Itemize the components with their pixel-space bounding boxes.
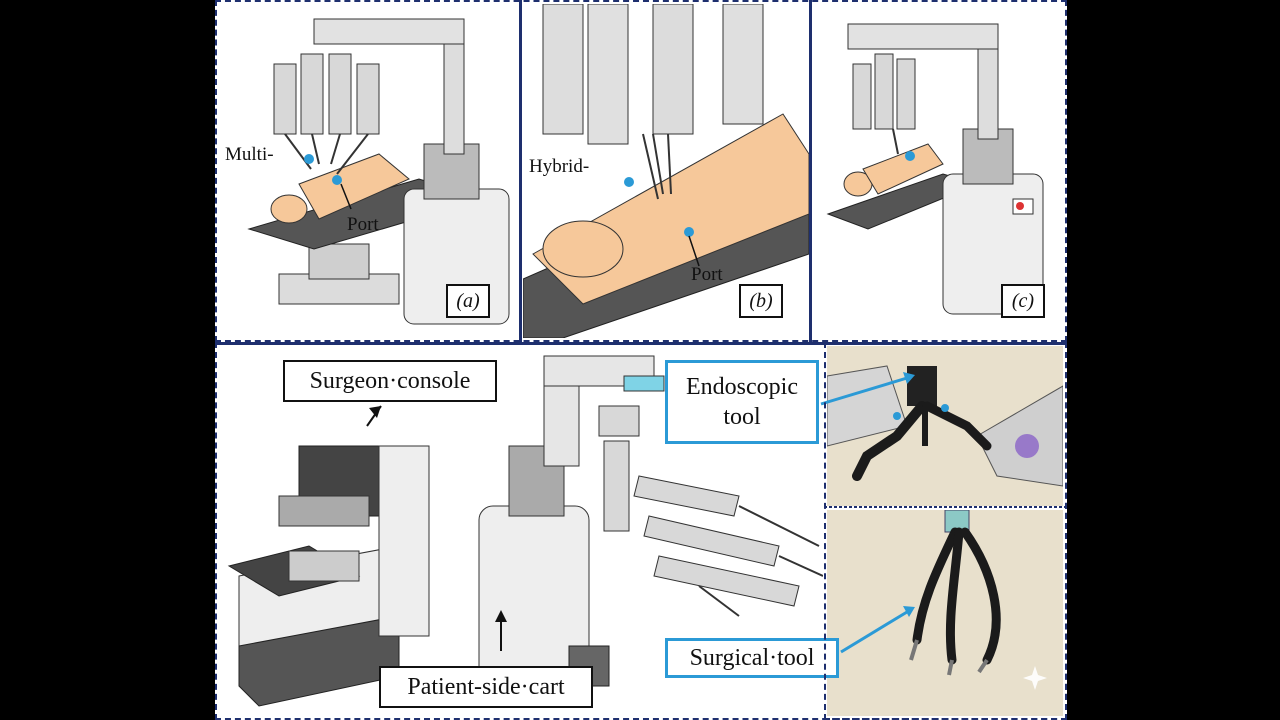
robot-hybrid-illustration [523, 4, 809, 338]
panel-a: Multi- Port (a) [219, 4, 519, 338]
label-endoscopic-tool: Endoscopic tool [665, 360, 819, 444]
figure-canvas: Multi- Port (a) Hybrid- Port (b) [215, 0, 1067, 720]
robot-multiport-illustration [247, 18, 510, 325]
tag-b: (b) [739, 284, 783, 318]
surgical-tool-photo [909, 510, 1047, 690]
label-hybrid: Hybrid- [529, 156, 590, 177]
divider-ab [519, 0, 522, 342]
endoscopic-tool-line1: Endoscopic [686, 374, 798, 400]
tag-c: (c) [1001, 284, 1045, 318]
label-port-a: Port [347, 214, 379, 235]
panel-surgical-tool-photo [827, 510, 1063, 716]
divider-bc [809, 0, 812, 342]
surgical-system-illustration [227, 355, 823, 707]
endoscopic-tool-line2: tool [723, 404, 761, 430]
panel-c: (c) [813, 4, 1063, 338]
label-port-b: Port [691, 264, 723, 285]
panel-endoscopic-photo [827, 346, 1063, 506]
divider-bottom-top [215, 342, 1067, 345]
panel-b: Hybrid- Port (b) [523, 4, 809, 338]
label-surgical-tool: Surgical·tool [665, 638, 839, 678]
label-surgeon-console: Surgeon·console [283, 360, 497, 402]
tag-a: (a) [446, 284, 490, 318]
label-multi: Multi- [225, 144, 274, 165]
frame-photo-split [824, 506, 1067, 508]
robot-single-port-illustration [826, 23, 1044, 315]
endoscopic-tool-photo [827, 365, 1063, 487]
label-patient-side-cart: Patient-side·cart [379, 666, 593, 708]
